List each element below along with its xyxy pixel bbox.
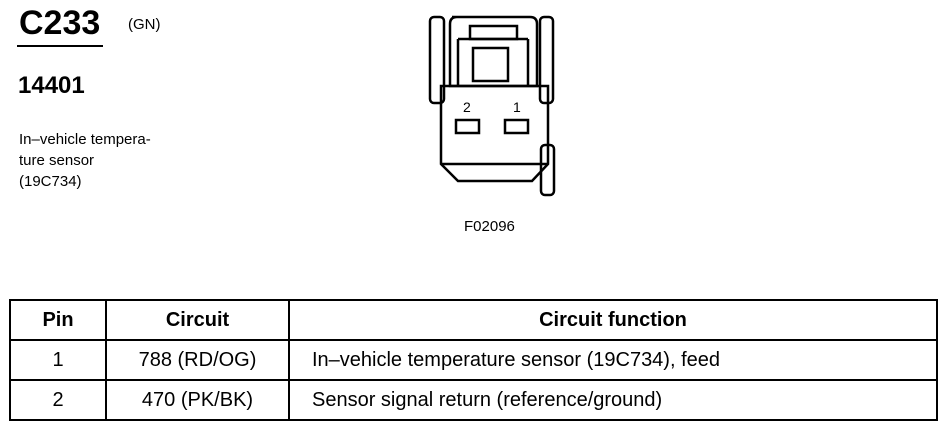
cell-function: In–vehicle temperature sensor (19C734), … (288, 339, 938, 381)
figure-id: F02096 (464, 218, 515, 235)
left-latch-arm (428, 15, 446, 105)
description-line: ture sensor (19, 152, 95, 169)
cell-pin: 1 (9, 339, 107, 381)
cell-function: Sensor signal return (reference/ground) (288, 379, 938, 421)
component-description: In–vehicle tempera- ture sensor (19C734) (19, 129, 151, 192)
header-circuit: Circuit (105, 299, 290, 341)
table-row: 2 470 (PK/BK) Sensor signal return (refe… (9, 379, 938, 421)
connector-id: C233 (19, 4, 101, 42)
table-header-row: Pin Circuit Circuit function (9, 299, 938, 341)
header-circuit-function: Circuit function (288, 299, 938, 341)
pin-2-cavity (454, 118, 481, 135)
connector-top-housing (448, 15, 539, 88)
connector-lock-window (471, 46, 510, 83)
connector-color: (GN) (128, 16, 161, 33)
pin-label-2: 2 (463, 99, 471, 115)
part-number: 14401 (18, 72, 85, 99)
right-latch-arm (538, 15, 555, 105)
connector-id-underline (17, 45, 103, 47)
cell-pin: 2 (9, 379, 107, 421)
connector-face-diagram: 2 1 (428, 15, 556, 197)
description-line: (19C734) (19, 173, 82, 190)
pin-1-cavity (503, 118, 530, 135)
cell-circuit: 470 (PK/BK) (105, 379, 290, 421)
header-pin: Pin (9, 299, 107, 341)
lower-latch-tab (539, 143, 556, 197)
pin-label-1: 1 (513, 99, 521, 115)
pinout-table: Pin Circuit Circuit function 1 788 (RD/O… (9, 299, 938, 421)
cell-circuit: 788 (RD/OG) (105, 339, 290, 381)
connector-key-slot (468, 24, 519, 41)
description-line: In–vehicle tempera- (19, 131, 151, 148)
table-row: 1 788 (RD/OG) In–vehicle temperature sen… (9, 339, 938, 381)
